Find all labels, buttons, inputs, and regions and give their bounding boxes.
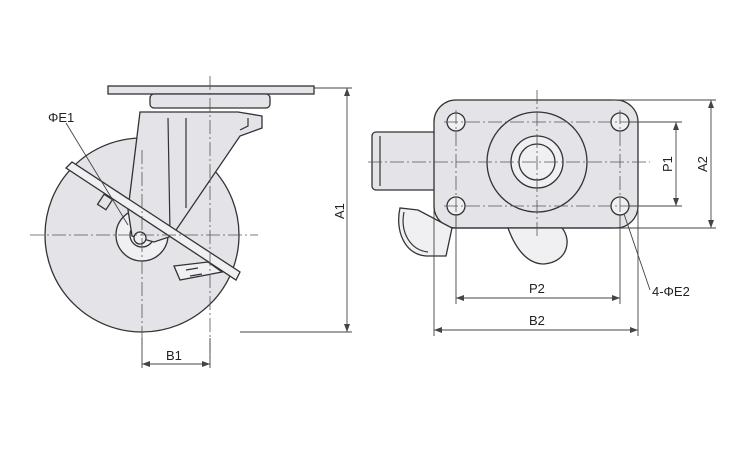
label-a1: A1 [332,203,347,219]
label-e2: 4-ΦE2 [652,284,690,299]
brake-pedal [507,227,568,265]
brake-lever [64,161,241,281]
brake-housing [371,131,441,191]
brake-pad [173,261,224,281]
top-plate [107,85,315,95]
side-view: ΦE1 B1 A1 [30,76,352,368]
label-a2: A2 [695,156,710,172]
top-view: P1 A2 P2 B2 4-ΦE2 [368,90,716,336]
label-e1: ΦE1 [48,110,74,125]
label-b2: B2 [529,313,545,328]
label-p2: P2 [529,281,545,296]
label-p1: P1 [660,156,675,172]
fork [127,111,263,243]
label-b1: B1 [166,348,182,363]
